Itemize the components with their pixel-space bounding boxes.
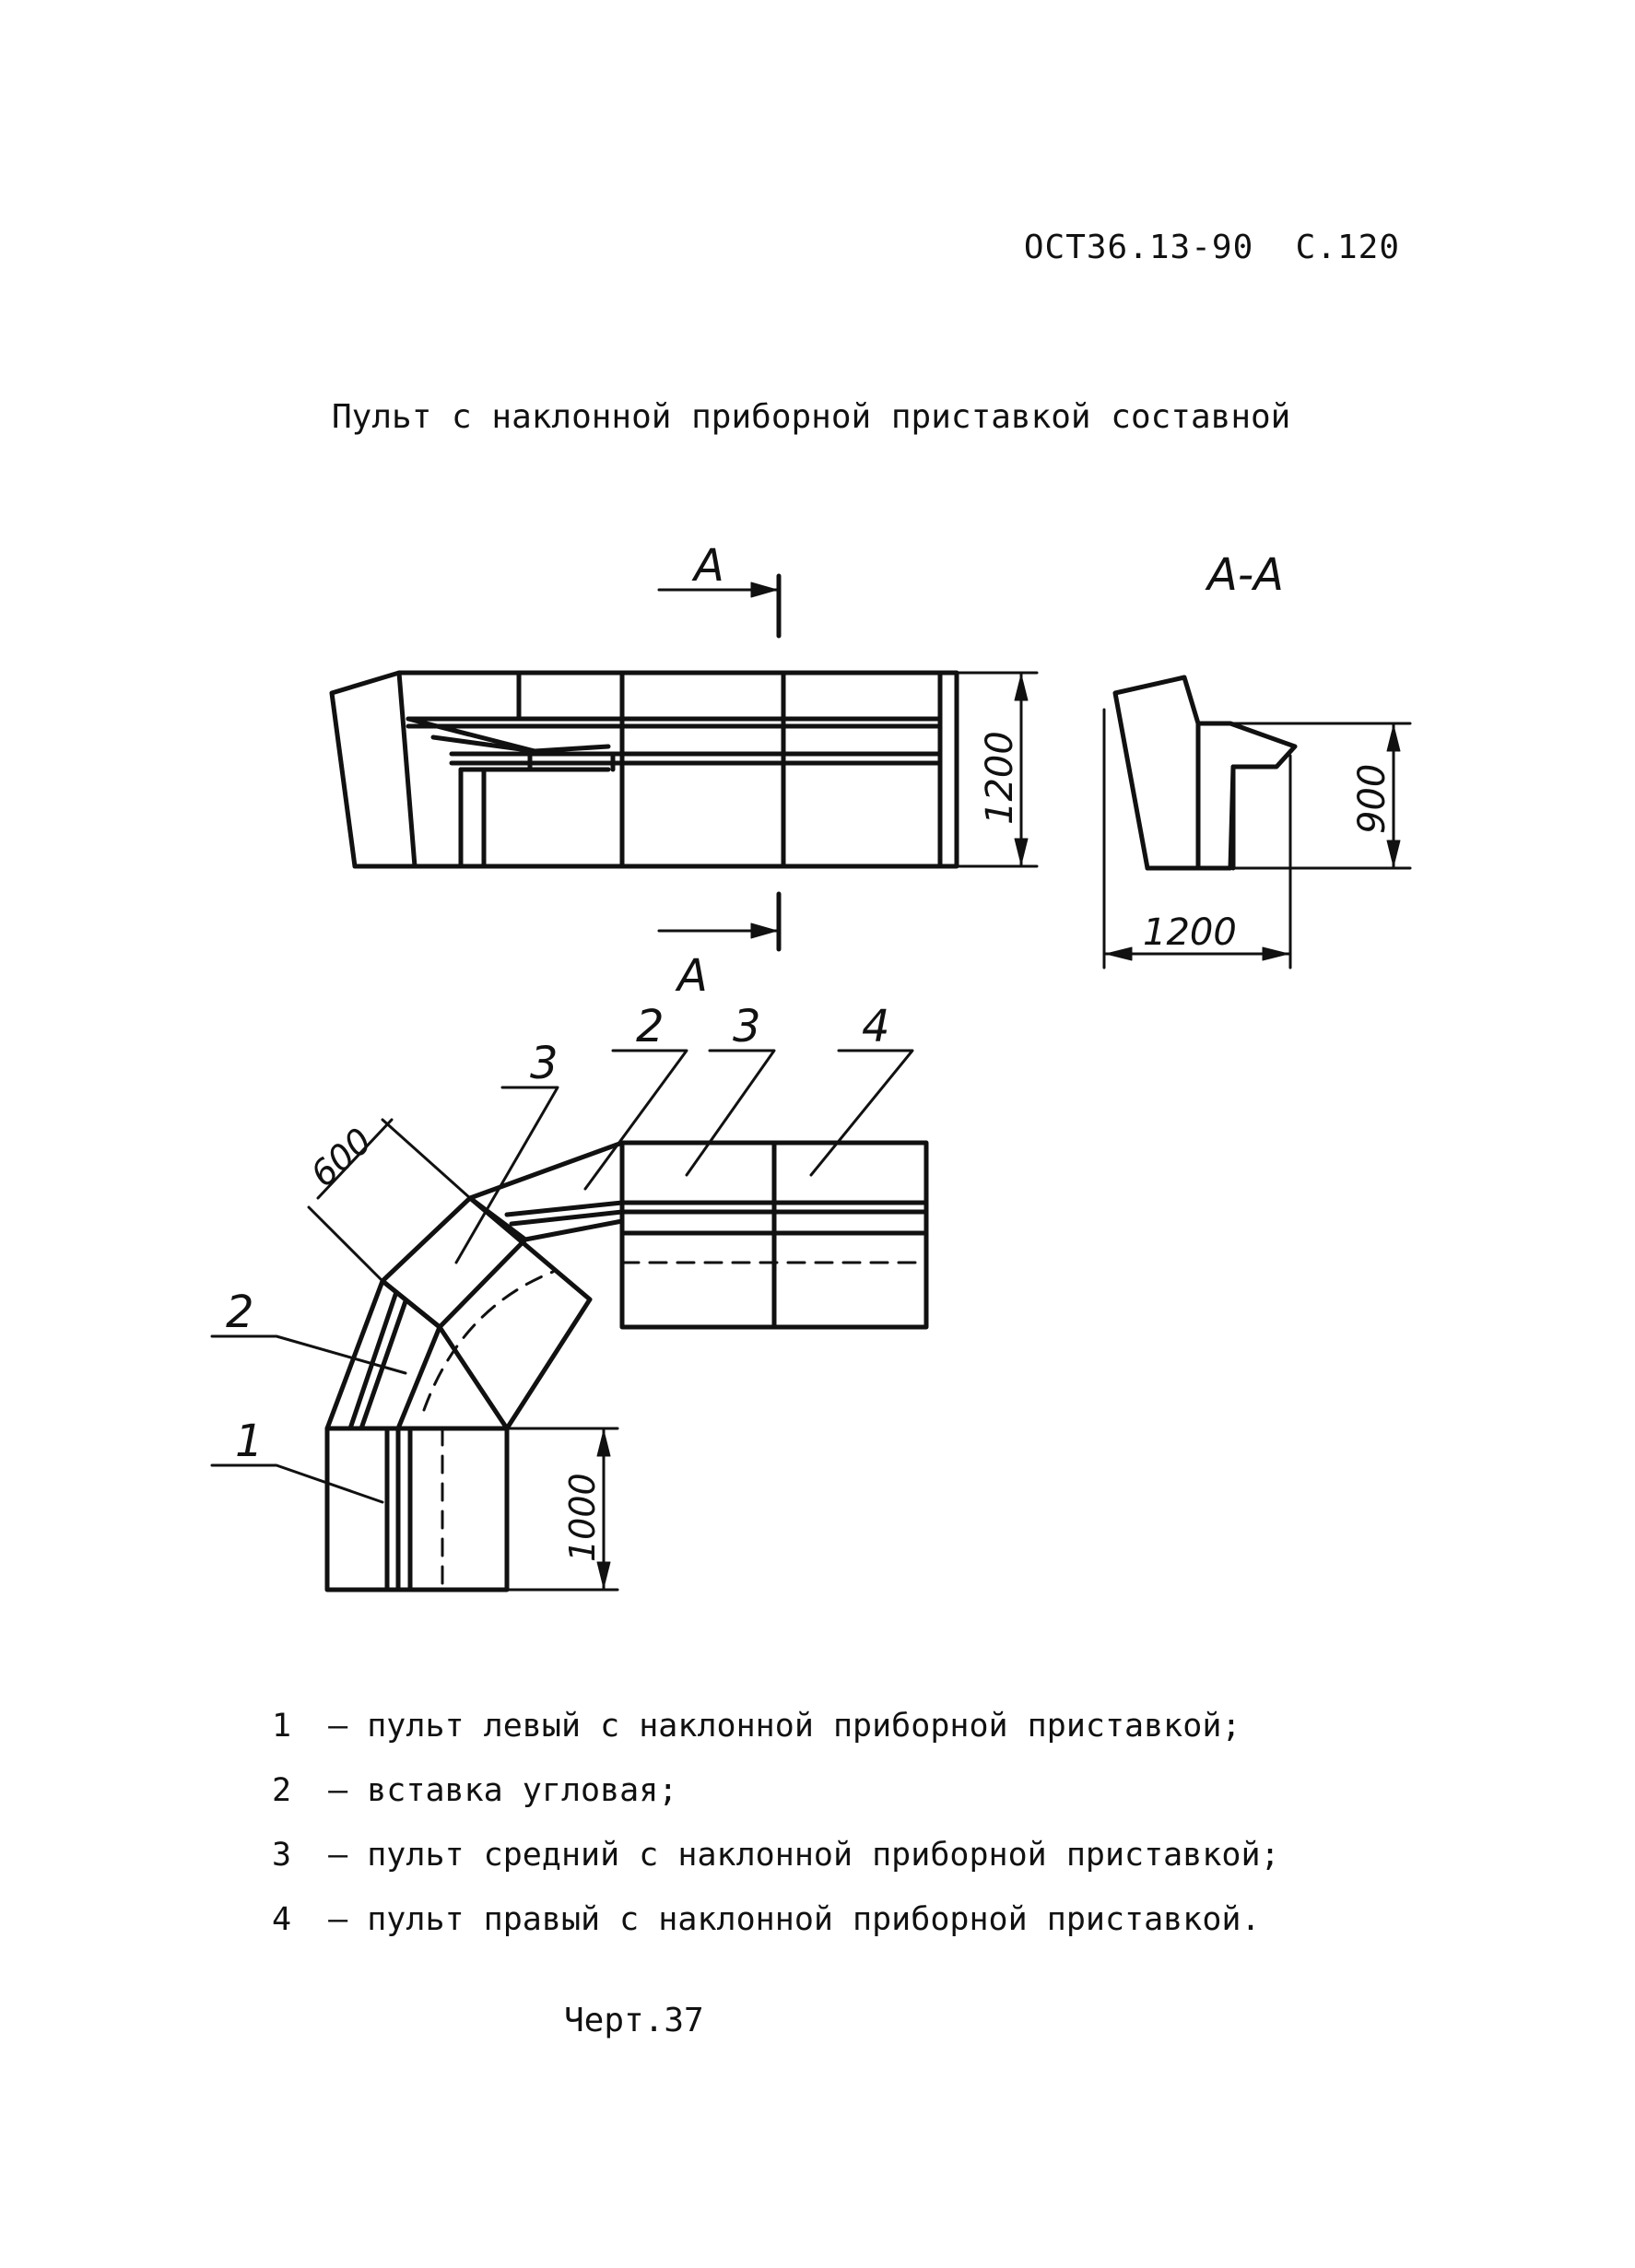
front-elevation	[329, 573, 1039, 952]
plan-view	[210, 1049, 929, 1592]
section-a-a	[1102, 675, 1412, 969]
dim-section-height: 900	[1351, 764, 1394, 834]
legend-text: пульт левый с наклонной приборной приста…	[367, 1708, 1241, 1745]
dim-section-depth: 1200	[1143, 911, 1237, 954]
figure-caption: Черт.37	[564, 2002, 704, 2039]
legend-item: 1 – пульт левый с наклонной приборной пр…	[272, 1694, 1280, 1758]
legend-item: 4 – пульт правый с наклонной приборной п…	[272, 1887, 1280, 1952]
section-mark-bottom: А	[675, 950, 708, 1002]
page-number: С.120	[1295, 229, 1400, 266]
callout-3-right: 3	[733, 1001, 761, 1052]
legend-separator: –	[328, 1708, 348, 1745]
legend-text: пульт средний с наклонной приборной прис…	[367, 1837, 1280, 1874]
legend-number: 1	[272, 1708, 292, 1745]
legend-number: 3	[272, 1837, 292, 1874]
callout-3-corner: 3	[530, 1038, 559, 1089]
legend-text: вставка угловая;	[367, 1772, 678, 1809]
callout-4: 4	[862, 1001, 890, 1052]
legend-item: 2 – вставка угловая;	[272, 1758, 1280, 1823]
section-title: А-А	[1205, 549, 1284, 601]
legend-number: 4	[272, 1901, 292, 1938]
doc-code: ОСТ36.13-90	[1023, 229, 1254, 266]
legend-text: пульт правый с наклонной приборной прист…	[367, 1901, 1261, 1938]
legend-number: 2	[272, 1772, 292, 1809]
callout-2-lower: 2	[226, 1287, 254, 1338]
document-header: ОСТ36.13-90 С.120	[1024, 229, 1400, 266]
dim-front-height: 1200	[979, 731, 1021, 825]
section-mark-top: А	[691, 540, 724, 592]
legend-separator: –	[328, 1772, 348, 1809]
legend: 1 – пульт левый с наклонной приборной пр…	[272, 1694, 1280, 1952]
dim-plan-width: 600	[303, 1120, 380, 1194]
legend-separator: –	[328, 1837, 348, 1874]
legend-item: 3 – пульт средний с наклонной приборной …	[272, 1823, 1280, 1887]
page-title: Пульт с наклонной приборной приставкой с…	[332, 398, 1291, 436]
legend-separator: –	[328, 1901, 348, 1938]
callout-1: 1	[235, 1416, 264, 1467]
dim-plan-depth: 1000	[562, 1473, 603, 1562]
callout-2-upper: 2	[636, 1001, 665, 1052]
